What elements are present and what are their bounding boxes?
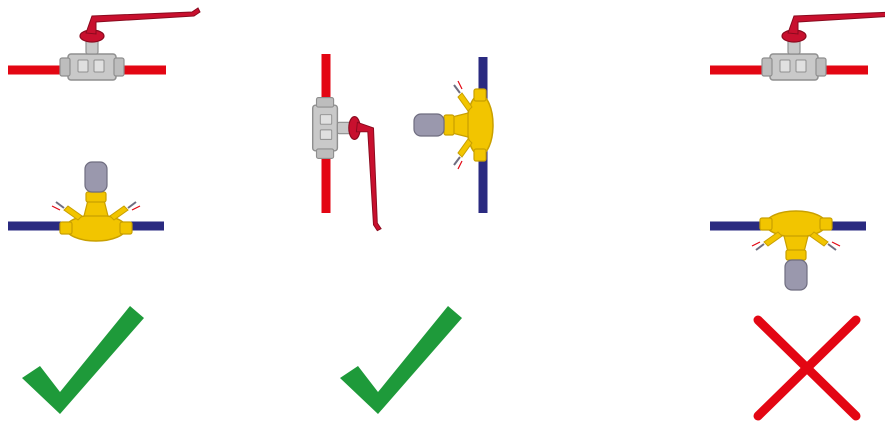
column-inverted	[710, 7, 885, 421]
balancing-valve-icon	[413, 80, 494, 170]
column-horizontal	[8, 7, 201, 414]
balancing-valve-icon	[751, 210, 841, 291]
checkmark-icon	[22, 306, 144, 414]
cross-icon	[753, 315, 861, 421]
balancing-valve-icon	[51, 161, 141, 242]
column-vertical	[311, 54, 494, 414]
checkmark-icon	[340, 306, 462, 414]
